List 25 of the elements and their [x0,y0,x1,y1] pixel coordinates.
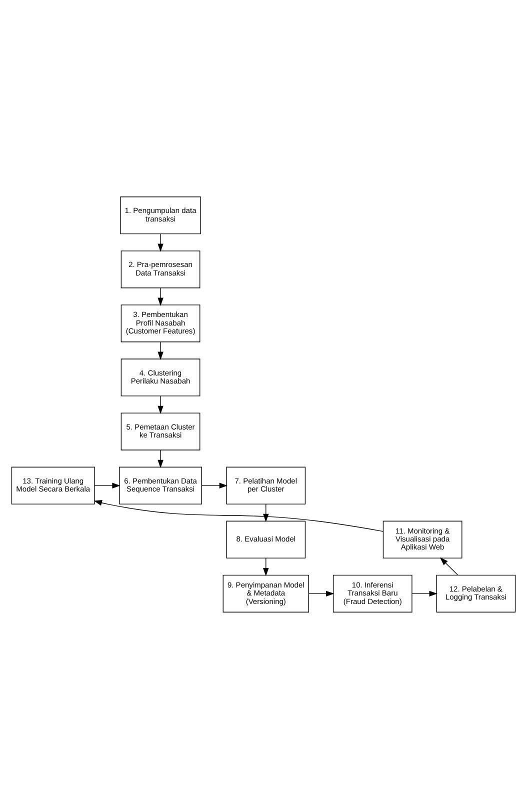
arrow [157,234,163,252]
arrow [93,500,384,532]
arrow [157,450,163,468]
arrow [439,557,458,576]
node-box: 13. Training Ulang Model Secara Berkala [10,466,94,504]
arrow [94,482,120,488]
node-box: 9. Penyimpanan Model & Metadata (Versioning) [222,574,308,612]
node-box: 7. Pelatihan Model per Cluster [226,466,306,504]
arrow [308,590,334,597]
arrow [411,590,437,597]
node-box: 10. Inferensi Transaksi Baru (Fraud Detection) [332,574,412,612]
arrow [157,342,163,360]
node-box: 12. Pelabelan & Logging Transaksi [436,574,516,612]
node-box: 8. Evaluasi Model [226,520,306,558]
node-box: 4. Clustering Perilaku Nasabah [120,358,200,396]
node-box: 3. Pembentukan Profil Nasabah (Customer Features) [120,304,200,342]
arrow [200,482,228,488]
node-box: 11. Monitoring & Visualisasi pada Aplikasi Web [382,520,462,558]
node-box: 5. Pemetaan Cluster ke Transaksi [120,412,200,450]
arrow [157,288,163,306]
node-box: 1. Pengumpulan data transaksi [120,196,200,234]
node-box: 6. Pembentukan Data Sequence Transaksi [118,466,202,504]
node-box: 2. Pra-pemrosesan Data Transaksi [120,250,200,288]
arrow [262,558,268,576]
arrow [157,396,163,414]
